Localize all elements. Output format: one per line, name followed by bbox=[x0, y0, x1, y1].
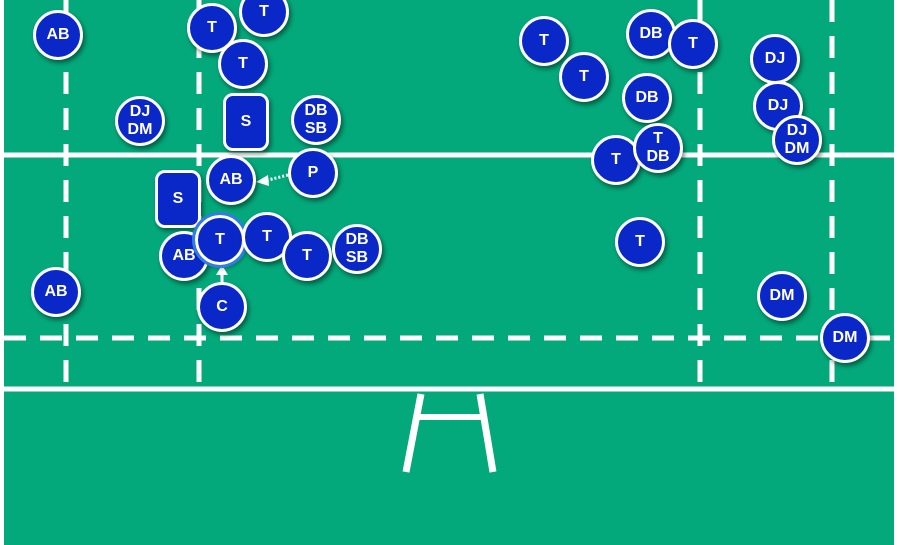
player-label: AB bbox=[172, 246, 196, 264]
player-token-t-highlighted[interactable]: T bbox=[192, 212, 248, 268]
player-label: AB bbox=[44, 282, 68, 300]
player-token-t-right-3[interactable]: T bbox=[668, 19, 718, 69]
player-label-secondary: DM bbox=[127, 121, 153, 138]
player-token-db-right-2[interactable]: DB bbox=[622, 73, 672, 123]
player-token-t-right-2[interactable]: T bbox=[559, 52, 609, 102]
player-label: DB bbox=[345, 230, 369, 248]
pitch-background bbox=[4, 0, 894, 545]
player-token-t-mid-2[interactable]: T bbox=[282, 231, 332, 281]
player-label: DJ bbox=[767, 96, 789, 114]
player-token-dm-right-2[interactable]: DM bbox=[820, 313, 870, 363]
player-label: DB bbox=[304, 101, 328, 119]
player-label: T bbox=[302, 246, 312, 264]
player-token-p[interactable]: P bbox=[288, 148, 338, 198]
player-token-t-top-1[interactable]: T bbox=[187, 3, 237, 53]
player-label-secondary: SB bbox=[345, 249, 369, 266]
player-label: T bbox=[635, 232, 645, 250]
player-token-s-lower[interactable]: S bbox=[155, 170, 201, 228]
pass-arrow bbox=[256, 173, 289, 186]
player-label: C bbox=[216, 297, 228, 315]
player-token-c[interactable]: C bbox=[197, 282, 247, 332]
player-label: T bbox=[259, 2, 269, 20]
player-label-secondary: DM bbox=[784, 140, 810, 157]
player-token-ab-mid[interactable]: AB bbox=[206, 155, 256, 205]
player-label: T bbox=[579, 67, 589, 85]
player-label: T bbox=[539, 31, 549, 49]
player-token-dj-right-1[interactable]: DJ bbox=[750, 34, 800, 84]
player-label: P bbox=[307, 163, 319, 181]
player-label: T bbox=[611, 150, 621, 168]
player-label-secondary: SB bbox=[304, 120, 328, 137]
player-label: DM bbox=[832, 328, 858, 346]
player-token-dm-right-1[interactable]: DM bbox=[757, 271, 807, 321]
player-label: S bbox=[240, 112, 252, 130]
player-label-secondary: DB bbox=[646, 148, 670, 165]
player-label: T bbox=[238, 54, 248, 72]
goal-posts bbox=[402, 393, 497, 473]
player-label: T bbox=[688, 34, 698, 52]
player-label: DJ bbox=[129, 102, 151, 120]
player-token-t-right-5[interactable]: T bbox=[615, 217, 665, 267]
player-label: S bbox=[172, 189, 184, 207]
player-label: AB bbox=[219, 170, 243, 188]
player-token-ab-bottom-left[interactable]: AB bbox=[31, 267, 81, 317]
player-label: AB bbox=[46, 25, 70, 43]
player-token-t-top-3[interactable]: T bbox=[218, 39, 268, 89]
player-label: T bbox=[653, 129, 663, 147]
player-label: T bbox=[207, 18, 217, 36]
player-label: DJ bbox=[786, 121, 808, 139]
player-label: T bbox=[215, 230, 225, 248]
player-label: T bbox=[262, 227, 272, 245]
player-label: DJ bbox=[764, 49, 786, 67]
player-label: DB bbox=[635, 88, 659, 106]
player-label: DM bbox=[769, 286, 795, 304]
player-token-s-upper[interactable]: S bbox=[223, 93, 269, 151]
player-token-t-right-1[interactable]: T bbox=[519, 16, 569, 66]
player-token-ab-top-left[interactable]: AB bbox=[33, 10, 83, 60]
player-label: DB bbox=[639, 24, 663, 42]
